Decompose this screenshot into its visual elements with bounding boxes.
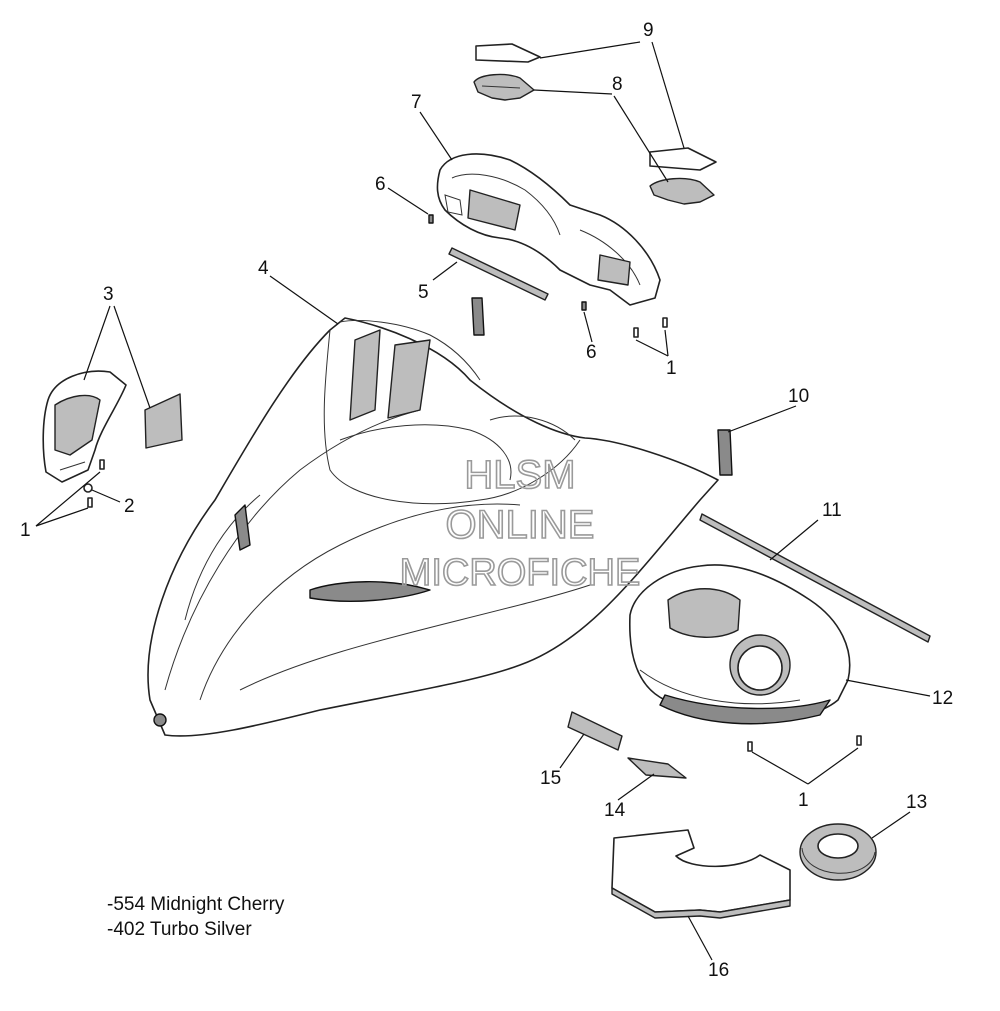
callout-2: 2: [124, 496, 135, 517]
watermark: HLSM ONLINE MICROFICHE: [399, 452, 641, 595]
part-1-pins: [87, 317, 862, 752]
leader-lines: [35, 41, 931, 961]
callouts: 9 8 7 6 4 5 3 6 1 10 2 1 11 12 15 14 1 1…: [20, 20, 953, 981]
callout-4: 4: [258, 258, 269, 279]
callout-1-bottom: 1: [798, 790, 809, 811]
callout-1-left: 1: [20, 520, 31, 541]
part-8-bracket-left: [473, 73, 535, 101]
part-4-hood: [147, 317, 719, 737]
part-12-console: [629, 564, 851, 725]
callout-15: 15: [540, 768, 561, 789]
callout-1-top-right: 1: [666, 358, 677, 379]
callout-16: 16: [708, 960, 729, 981]
part-11-strip: [699, 513, 931, 643]
part-clip-center: [471, 297, 485, 336]
callout-9: 9: [643, 20, 654, 41]
callout-13: 13: [906, 792, 927, 813]
callout-6-lower: 6: [586, 342, 597, 363]
callout-3: 3: [103, 284, 114, 305]
part-15-decal: [567, 711, 623, 751]
part-9-cover-left: [475, 43, 541, 63]
part-13-grommet: [799, 823, 877, 881]
part-7-dash-housing: [436, 153, 661, 306]
callout-10: 10: [788, 386, 809, 407]
callout-6-upper: 6: [375, 174, 386, 195]
callout-8: 8: [612, 74, 623, 95]
callout-11: 11: [822, 500, 842, 521]
callout-5: 5: [418, 282, 429, 303]
watermark-line3: MICROFICHE: [400, 552, 641, 594]
callout-14: 14: [604, 800, 626, 821]
part-3-decal: [144, 393, 183, 449]
part-10-clip: [717, 429, 733, 476]
part-9-cover-right: [649, 147, 717, 171]
color-note-1: -554 Midnight Cherry: [107, 894, 285, 915]
part-2-screw: [83, 483, 93, 493]
callout-12: 12: [932, 688, 953, 709]
part-14-decal: [627, 757, 687, 779]
part-8-bracket-right: [649, 177, 715, 205]
part-16-pad: [611, 829, 791, 919]
watermark-line1: HLSM: [464, 453, 575, 497]
color-notes: -554 Midnight Cherry -402 Turbo Silver: [107, 892, 284, 942]
part-6-fasteners: [428, 214, 587, 311]
part-5-strip: [448, 247, 549, 301]
color-note-2: -402 Turbo Silver: [107, 919, 252, 940]
callout-7: 7: [411, 92, 422, 113]
part-3-side-cover: [42, 370, 127, 483]
watermark-line2: ONLINE: [446, 503, 595, 547]
